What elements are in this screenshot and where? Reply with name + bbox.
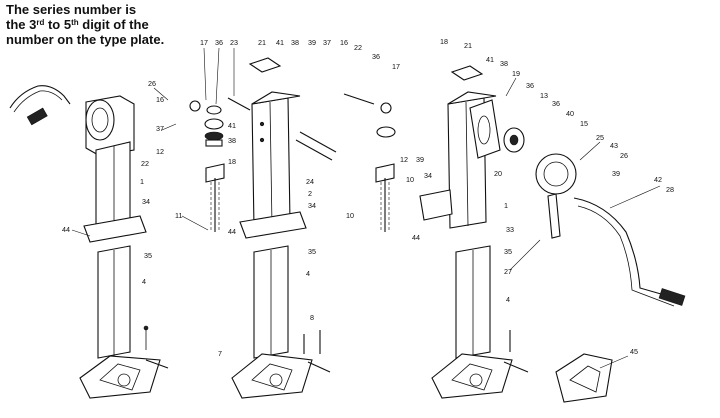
right-jack-assembly: 18 21 41 38 19 36 13 36 40 15 25 43 26 2… bbox=[419, 37, 686, 403]
callout-mid-4: 4 bbox=[306, 269, 310, 278]
callout-mid-18: 18 bbox=[228, 157, 236, 166]
middle-spindle-nut bbox=[205, 163, 225, 183]
foot-45 bbox=[555, 353, 613, 403]
callout-right-13: 13 bbox=[540, 91, 548, 100]
callout-right-20: 20 bbox=[494, 169, 502, 178]
left-foot-plate bbox=[79, 355, 161, 399]
callout-mid-41b: 41 bbox=[228, 121, 236, 130]
callout-right-43: 43 bbox=[610, 141, 618, 150]
callout-right-18: 18 bbox=[440, 37, 448, 46]
callout-right-35: 35 bbox=[504, 247, 512, 256]
callout-right-4: 4 bbox=[506, 295, 510, 304]
callout-left-12: 12 bbox=[156, 147, 164, 156]
note-line-2: the 3rd to 5th digit of the bbox=[6, 17, 149, 32]
callout-left-1: 1 bbox=[140, 177, 144, 186]
callout-left-37: 37 bbox=[156, 124, 164, 133]
callout-mid-36: 36 bbox=[215, 38, 223, 47]
callout-mid-39: 39 bbox=[308, 38, 316, 47]
callout-right-40: 40 bbox=[566, 109, 574, 118]
callout-right-25: 25 bbox=[596, 133, 604, 142]
callout-right-38: 38 bbox=[500, 59, 508, 68]
callout-mid-8: 8 bbox=[310, 313, 314, 322]
right-bracket bbox=[419, 189, 453, 221]
callout-mid-17: 17 bbox=[200, 38, 208, 47]
callout-left-35: 35 bbox=[144, 251, 152, 260]
callout-left-26: 26 bbox=[148, 79, 156, 88]
callout-mid-35: 35 bbox=[308, 247, 316, 256]
callout-right-19: 19 bbox=[512, 69, 520, 78]
callout-right-26: 26 bbox=[620, 151, 628, 160]
middle-shaft-23 bbox=[227, 97, 251, 111]
callout-mid-36b: 36 bbox=[372, 52, 380, 61]
crank-grip-right bbox=[658, 288, 686, 306]
right-gear-housing bbox=[535, 153, 577, 195]
callout-left-34: 34 bbox=[142, 197, 150, 206]
note-line-1: The series number is bbox=[6, 2, 136, 17]
middle-jack-assembly: 17 36 23 21 41 38 39 37 16 41 38 18 11 2… bbox=[175, 38, 432, 399]
callout-right-42: 42 bbox=[654, 175, 662, 184]
callout-mid-34b: 34 bbox=[424, 171, 432, 180]
callout-right-36b: 36 bbox=[552, 99, 560, 108]
middle-bracket bbox=[239, 211, 307, 239]
callout-left-44: 44 bbox=[62, 225, 70, 234]
callout-mid-7: 7 bbox=[218, 349, 222, 358]
callout-mid-37: 37 bbox=[323, 38, 331, 47]
left-outer-tube bbox=[95, 141, 131, 229]
callout-mid-22: 22 bbox=[354, 43, 362, 52]
callout-mid-21: 21 bbox=[258, 38, 266, 47]
callout-left-16: 16 bbox=[156, 95, 164, 104]
callout-mid-17b: 17 bbox=[392, 62, 400, 71]
crank-handle-left bbox=[9, 85, 71, 109]
note-line-3: number on the type plate. bbox=[6, 32, 164, 47]
callout-mid-16: 16 bbox=[340, 38, 348, 47]
right-side-plate bbox=[469, 99, 501, 159]
callout-right-45: 45 bbox=[630, 347, 638, 356]
callout-mid-11: 11 bbox=[175, 211, 182, 220]
callout-mid-24: 24 bbox=[306, 177, 314, 186]
callout-mid-44: 44 bbox=[228, 227, 236, 236]
callout-right-33: 33 bbox=[506, 225, 514, 234]
callout-mid-23: 23 bbox=[230, 38, 238, 47]
left-jack-assembly: 26 16 37 12 22 1 34 44 35 4 bbox=[9, 79, 177, 399]
callout-mid-34: 34 bbox=[308, 201, 316, 210]
callout-left-4: 4 bbox=[142, 277, 146, 286]
callout-mid-38b: 38 bbox=[228, 136, 236, 145]
callout-mid-41: 41 bbox=[276, 38, 284, 47]
callout-mid-44b: 44 bbox=[412, 233, 420, 242]
right-lever bbox=[547, 193, 561, 239]
left-bracket bbox=[83, 215, 147, 243]
crank-grip-left bbox=[26, 107, 48, 126]
callout-right-28: 28 bbox=[666, 185, 674, 194]
crank-handle-right bbox=[573, 197, 683, 301]
callout-mid-10: 10 bbox=[406, 175, 414, 184]
callout-mid-39b: 39 bbox=[416, 155, 424, 164]
callout-right-1: 1 bbox=[504, 201, 508, 210]
callout-mid-12: 12 bbox=[400, 155, 408, 164]
middle-shaft-22 bbox=[343, 93, 375, 105]
callout-right-39: 39 bbox=[612, 169, 620, 178]
callout-right-36: 36 bbox=[526, 81, 534, 90]
series-number-note: The series number is the 3rd to 5th digi… bbox=[6, 2, 164, 47]
callout-left-22: 22 bbox=[141, 159, 149, 168]
callout-right-15: 15 bbox=[580, 119, 588, 128]
callout-right-21: 21 bbox=[464, 41, 472, 50]
middle-crank-shaft bbox=[299, 131, 337, 153]
right-cover-plate bbox=[450, 65, 484, 81]
callout-right-41: 41 bbox=[486, 55, 494, 64]
callout-mid-2: 2 bbox=[308, 189, 312, 198]
middle-cover-plate bbox=[248, 57, 282, 73]
callout-mid-10b: 10 bbox=[346, 211, 354, 220]
callout-mid-38: 38 bbox=[291, 38, 299, 47]
left-gear-housing bbox=[85, 99, 115, 141]
callout-right-27: 27 bbox=[504, 267, 512, 276]
